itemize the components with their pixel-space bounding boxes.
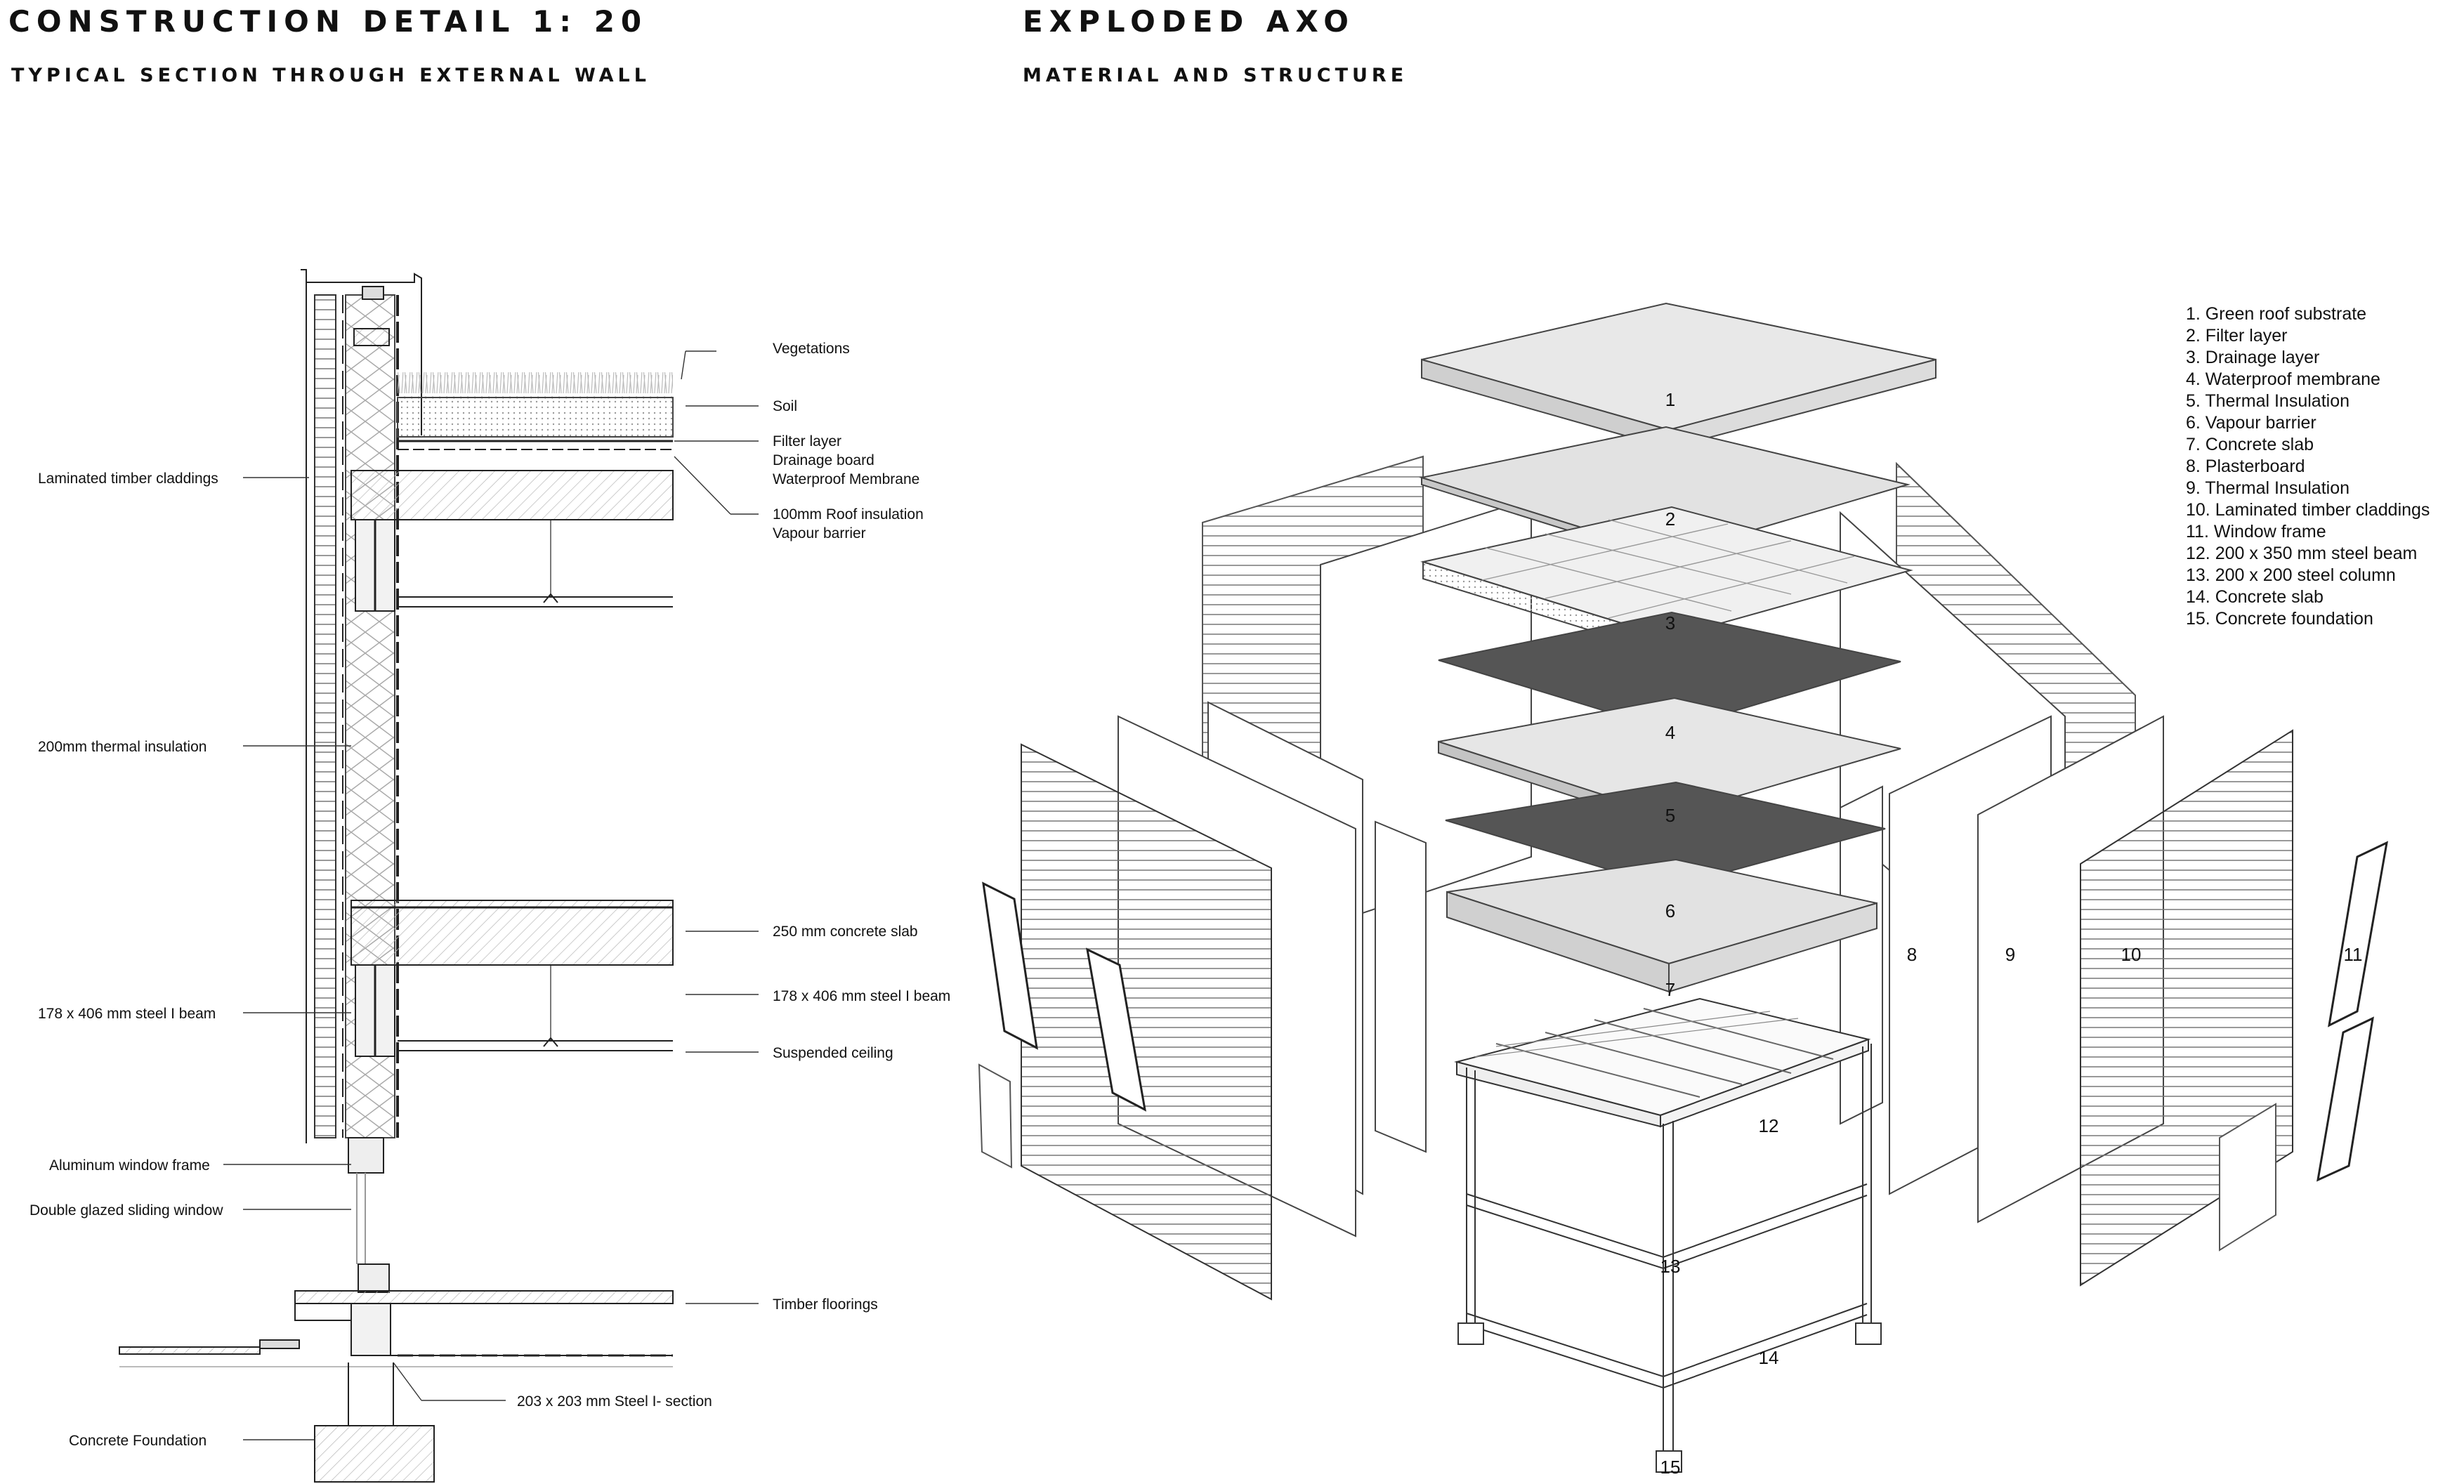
legend-item: 1. Green roof substrate — [2186, 304, 2367, 324]
axo-num-12: 12 — [1759, 1115, 1779, 1136]
axo-num-10: 10 — [2121, 944, 2142, 965]
axo-legend: 1. Green roof substrate 2. Filter layer … — [2186, 303, 2430, 630]
label-steel-i-beam-left: 178 x 406 mm steel I beam — [38, 1006, 216, 1022]
axo-num-13: 13 — [1660, 1256, 1681, 1277]
exploded-axo-drawing — [978, 302, 2388, 1473]
legend-item: 9. Thermal Insulation — [2186, 478, 2350, 498]
legend-item: 2. Filter layer — [2186, 326, 2288, 346]
axo-num-5: 5 — [1665, 805, 1675, 826]
label-thermal-insulation: 200mm thermal insulation — [38, 739, 207, 755]
legend-item: 11. Window frame — [2186, 522, 2326, 541]
section-leader-lines — [223, 350, 759, 1440]
legend-item: 5. Thermal Insulation — [2186, 391, 2350, 411]
axo-num-8: 8 — [1907, 944, 1917, 965]
axo-number-labels: 1 2 3 4 5 6 7 8 9 10 11 12 13 14 15 — [1660, 389, 2363, 1478]
legend-item: 13. 200 x 200 steel column — [2186, 565, 2396, 585]
axo-num-3: 3 — [1665, 612, 1675, 633]
section-subtitle: TYPICAL SECTION THROUGH EXTERNAL WALL — [11, 65, 650, 86]
legend-item: 7. Concrete slab — [2186, 435, 2314, 454]
axo-num-7: 7 — [1665, 979, 1675, 1000]
section-title: CONSTRUCTION DETAIL 1: 20 — [8, 4, 648, 39]
axo-num-14: 14 — [1759, 1347, 1779, 1368]
legend-item: 4. Waterproof membrane — [2186, 369, 2380, 389]
legend-item: 3. Drainage layer — [2186, 348, 2320, 367]
legend-item: 6. Vapour barrier — [2186, 413, 2316, 433]
label-double-glazed-window: Double glazed sliding window — [30, 1202, 223, 1219]
axo-num-15: 15 — [1660, 1457, 1681, 1478]
label-laminated-timber-claddings: Laminated timber claddings — [38, 471, 218, 487]
axo-subtitle: MATERIAL AND STRUCTURE — [1023, 65, 1408, 86]
axo-num-4: 4 — [1665, 722, 1675, 743]
axo-num-1: 1 — [1665, 389, 1675, 410]
label-timber-floorings: Timber floorings — [773, 1296, 878, 1313]
legend-item: 8. Plasterboard — [2186, 457, 2305, 476]
legend-item: 14. Concrete slab — [2186, 587, 2324, 607]
label-waterproof-membrane: Waterproof Membrane — [773, 471, 920, 487]
legend-item: 12. 200 x 350 mm steel beam — [2186, 544, 2418, 563]
axo-title: EXPLODED AXO — [1023, 4, 1355, 39]
label-concrete-slab: 250 mm concrete slab — [773, 924, 918, 940]
label-vegetations: Vegetations — [773, 341, 850, 357]
axo-num-6: 6 — [1665, 900, 1675, 921]
label-steel-i-beam-right: 178 x 406 mm steel I beam — [773, 988, 951, 1004]
axo-num-9: 9 — [2005, 944, 2015, 965]
label-soil: Soil — [773, 398, 798, 414]
label-roof-insulation: 100mm Roof insulation — [773, 506, 924, 523]
label-drainage-board: Drainage board — [773, 452, 874, 468]
axo-num-11: 11 — [2344, 944, 2363, 965]
label-aluminum-window-frame: Aluminum window frame — [49, 1157, 210, 1174]
axo-num-2: 2 — [1665, 508, 1675, 530]
wall-section-detail — [119, 269, 674, 1483]
label-suspended-ceiling: Suspended ceiling — [773, 1045, 893, 1061]
legend-item: 15. Concrete foundation — [2186, 609, 2373, 629]
label-steel-i-section: 203 x 203 mm Steel I- section — [517, 1393, 712, 1410]
label-filter-layer: Filter layer — [773, 433, 842, 449]
label-concrete-foundation: Concrete Foundation — [69, 1433, 207, 1449]
legend-item: 10. Laminated timber claddings — [2186, 500, 2430, 520]
label-vapour-barrier: Vapour barrier — [773, 525, 866, 541]
